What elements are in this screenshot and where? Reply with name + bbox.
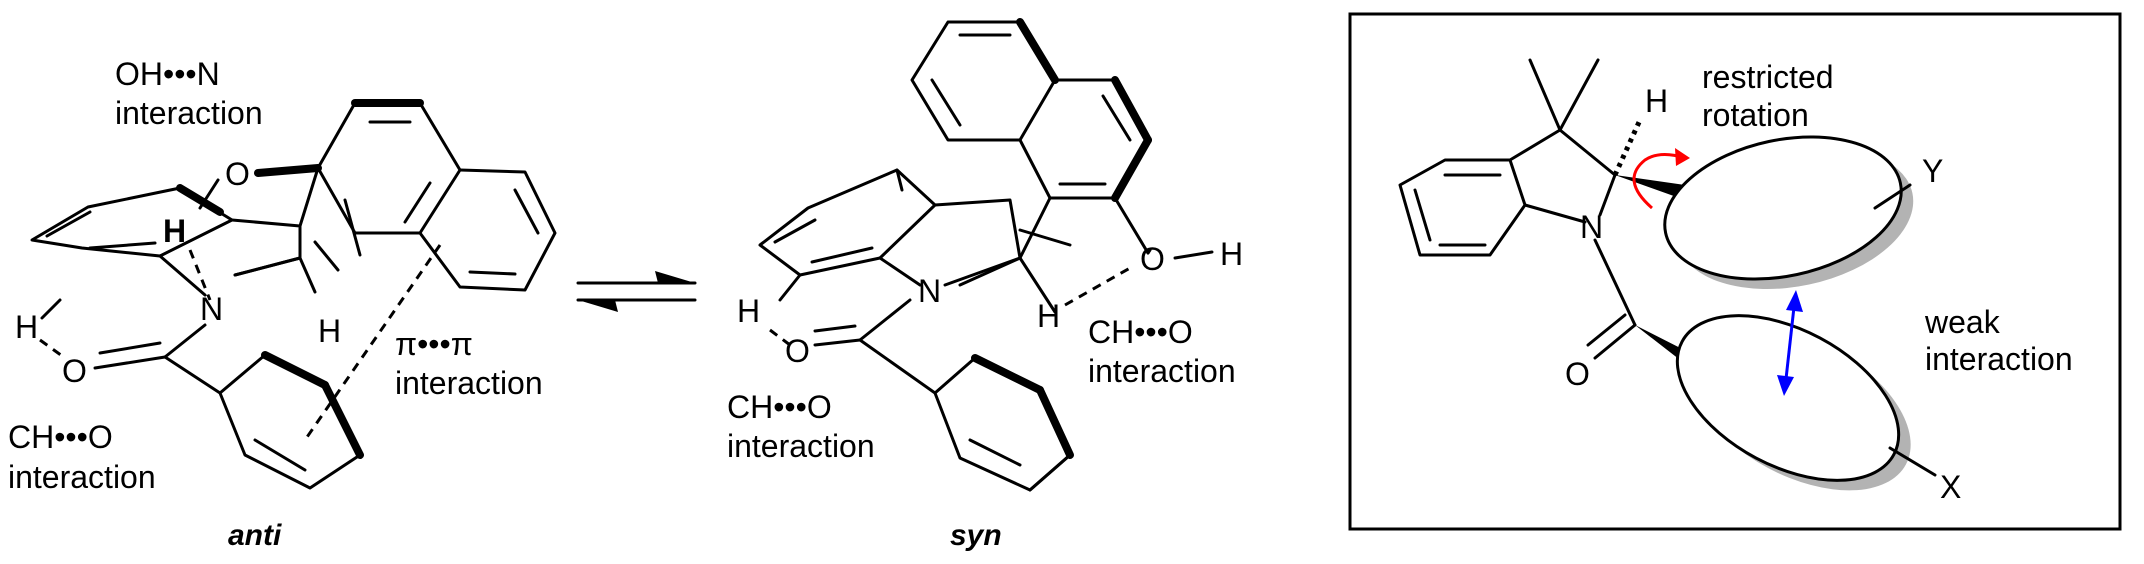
anti-nitrogen: N [200,291,223,327]
anti-hydroxyl-oxygen: O [225,156,250,192]
anti-oh-n-label-2: interaction [115,95,263,131]
model-carbonyl-oxygen: O [1565,356,1590,392]
anti-oh-n-hbond [188,249,212,301]
upper-aryl-ellipse [1663,135,1903,281]
anti-ch-o-contact [39,338,66,360]
syn-conformer: N O H H H O CH•••O interaction CH•••O in… [727,18,1243,552]
syn-ch-o-contact-right [1064,266,1131,307]
anti-naphthalene [254,99,557,292]
syn-naphthalene [910,18,1152,260]
lower-aryl-ellipse [1675,314,1901,482]
anti-pi-pi-label-2: interaction [395,365,543,401]
syn-benzoyl [813,298,1074,492]
syn-ch-o-label-right-2: interaction [1088,353,1236,389]
anti-hydroxyl-hydrogen: H [163,213,186,249]
model-substituent-x: X [1940,469,1961,505]
syn-ch-o-label-right: CH•••O [1088,314,1193,350]
model-substituent-y: Y [1922,153,1943,189]
anti-benzoyl [93,323,364,490]
equilibrium-arrows [576,271,697,312]
interaction-arrow [1783,297,1797,389]
syn-hydroxyl-hydrogen: H [1220,236,1243,272]
anti-ring-hydrogen: H [318,313,341,349]
anti-indoline [30,166,340,297]
anti-pi-pi-contact [303,244,442,441]
model-nitrogen: N [1580,209,1603,245]
anti-aryl-hydrogen: H [15,309,38,345]
anti-caption: anti [228,519,282,552]
syn-ch-o-contact-left [769,328,791,347]
syn-ch-o-label-left: CH•••O [727,389,832,425]
weak-interaction-label-2: interaction [1925,341,2073,377]
anti-carbonyl-oxygen: O [62,353,87,389]
rotation-arrow [1632,153,1686,210]
anti-ch-o-label-2: interaction [8,459,156,495]
anti-ch-o-label: CH•••O [8,419,113,455]
syn-nitrogen: N [918,273,941,309]
syn-ch-o-label-left-2: interaction [727,428,875,464]
restricted-rotation-label: restricted [1702,59,1834,95]
anti-conformer: O H N H H O OH•••N interaction π•••π int… [8,56,557,552]
syn-indoline [758,168,1072,314]
anti-oh-n-label: OH•••N [115,56,220,92]
anti-pi-pi-label: π•••π [395,326,473,362]
syn-ring-hydrogen: H [1037,298,1060,334]
syn-caption: syn [950,519,1002,552]
syn-hydroxyl-oxygen: O [1140,241,1165,277]
restricted-rotation-label-2: rotation [1702,97,1809,133]
syn-aryl-hydrogen: H [737,293,760,329]
design-model-panel: N H O Y X restricted rotation weak inter… [1348,12,2122,531]
weak-interaction-label: weak [1924,304,2001,340]
model-hydrogen: H [1645,83,1668,119]
syn-carbonyl-oxygen: O [785,333,810,369]
